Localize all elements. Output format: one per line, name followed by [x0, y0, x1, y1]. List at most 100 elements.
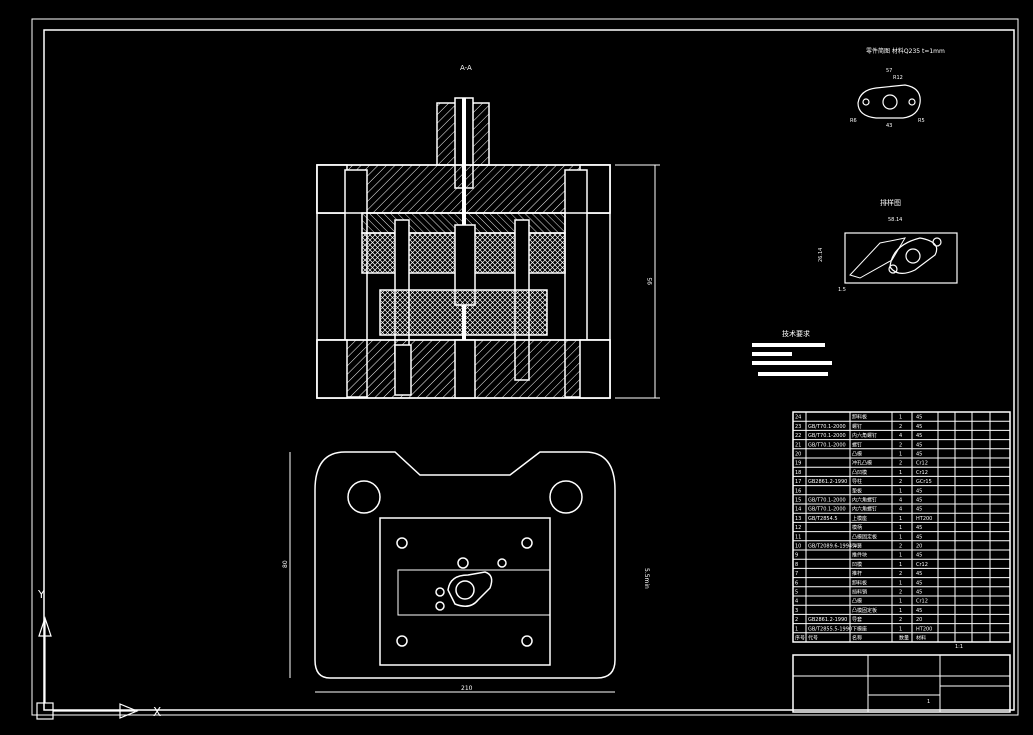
- bom-cell-no: 16: [795, 488, 801, 494]
- bom-cell-name: 模柄: [852, 524, 862, 531]
- bom-cell-std: GB/T70.1-2000: [808, 507, 846, 513]
- bom-cell-qty: 1: [899, 415, 902, 421]
- bom-cell-std: GB/T2855.5-1990: [808, 626, 852, 632]
- bom-cell-name: 螺钉: [852, 423, 862, 430]
- bom-cell-name: 弹簧: [852, 543, 862, 550]
- bom-cell-no: 14: [795, 507, 801, 513]
- svg-text:58.14: 58.14: [888, 217, 902, 223]
- ucs-y-label: Y: [37, 588, 45, 601]
- part-drawing[interactable]: 零件简图 材料Q235 t=1mm 57 R12 43 R6 R5: [850, 47, 945, 129]
- bom-cell-mat: 材料: [916, 635, 926, 642]
- bom-cell-name: 凸凹模: [852, 469, 867, 476]
- bom-cell-mat: HT200: [916, 516, 932, 522]
- bom-cell-mat: GCr15: [916, 479, 932, 485]
- drawing-frame: [31, 18, 1019, 716]
- bom-cell-no: 20: [795, 452, 801, 458]
- bom-cell-name: 凸模固定板: [852, 607, 877, 614]
- bom-cell-mat: 45: [916, 442, 922, 448]
- bolt-holes: [396, 537, 533, 647]
- bom-cell-mat: 45: [916, 571, 922, 577]
- svg-text:1: 1: [927, 699, 930, 705]
- tech-notes-title: 技术要求: [782, 329, 810, 338]
- svg-text:26.14: 26.14: [818, 248, 824, 262]
- bom-cell-std: GB/T70.1-2000: [808, 498, 846, 504]
- bom-cell-name: 垫板: [852, 487, 862, 494]
- bom-cell-qty: 1: [899, 562, 902, 568]
- ucs-icon: Y X: [36, 588, 161, 720]
- bom-cell-no: 5: [795, 590, 798, 596]
- section-view-aa[interactable]: A-A 95: [316, 64, 660, 399]
- bom-cell-qty: 1: [899, 470, 902, 476]
- dim-plan-width: 210: [461, 685, 473, 692]
- bom-cell-mat: 45: [916, 424, 922, 430]
- bom-cell-no: 22: [795, 433, 801, 439]
- bom-cell-name: 内六角螺钉: [852, 506, 877, 513]
- bom-cell-mat: Cr12: [916, 461, 928, 467]
- bom-cell-no: 12: [795, 525, 801, 531]
- svg-text:R5: R5: [918, 118, 925, 124]
- dim-overall-height: 95: [647, 277, 654, 285]
- title-block[interactable]: 1:1 1: [792, 644, 1011, 713]
- bom-cell-name: 名称: [852, 635, 862, 642]
- bom-cell-no: 18: [795, 470, 801, 476]
- bom-cell-name: 卸料板: [852, 579, 867, 586]
- bom-cell-mat: 45: [916, 608, 922, 614]
- bom-cell-qty: 数量: [899, 635, 909, 642]
- bom-cell-qty: 2: [899, 442, 902, 448]
- bom-cell-qty: 2: [899, 479, 902, 485]
- dim-side-note: 5.5min: [643, 568, 650, 589]
- bom-cell-name: 凸模: [852, 451, 862, 458]
- bom-cell-no: 21: [795, 442, 801, 448]
- bom-cell-qty: 2: [899, 544, 902, 550]
- bom-cell-no: 7: [795, 571, 798, 577]
- svg-text:R12: R12: [893, 75, 903, 81]
- section-label: A-A: [460, 64, 472, 72]
- bom-cell-name: 推杆: [852, 570, 862, 577]
- bom-cell-qty: 2: [899, 617, 902, 623]
- strip-layout[interactable]: 排样图 58.14 26.14 1.5: [818, 198, 958, 293]
- bom-cell-qty: 4: [899, 498, 902, 504]
- bom-cell-name: 下模座: [852, 625, 867, 632]
- bom-cell-qty: 1: [899, 553, 902, 559]
- guide-bushing-left: [347, 480, 381, 514]
- bom-cell-name: 凸模固定板: [852, 533, 877, 540]
- bom-cell-qty: 2: [899, 424, 902, 430]
- bom-cell-mat: Cr12: [916, 470, 928, 476]
- bom-cell-no: 17: [795, 479, 801, 485]
- bom-cell-name: 内六角螺钉: [852, 497, 877, 504]
- bom-cell-qty: 1: [899, 488, 902, 494]
- bom-cell-name: 凸模: [852, 598, 862, 605]
- bom-cell-name: 导柱: [852, 478, 862, 485]
- bom-cell-name: 螺钉: [852, 441, 862, 448]
- bom-cell-no: 10: [795, 544, 801, 550]
- bom-cell-mat: 45: [916, 507, 922, 513]
- bom-cell-name: 内六角螺钉: [852, 432, 877, 439]
- bom-cell-std: GB/T70.1-2000: [808, 433, 846, 439]
- bom-cell-no: 3: [795, 608, 798, 614]
- bom-cell-mat: HT200: [916, 626, 932, 632]
- bom-cell-no: 11: [795, 534, 801, 540]
- layout-title: 排样图: [880, 198, 901, 207]
- bom-cell-qty: 1: [899, 452, 902, 458]
- bom-cell-name: 凹模: [852, 561, 862, 568]
- bom-cell-no: 序号: [795, 635, 805, 642]
- bom-cell-qty: 4: [899, 507, 902, 513]
- svg-text:1:1: 1:1: [955, 644, 963, 650]
- bom-cell-mat: 45: [916, 534, 922, 540]
- plan-view[interactable]: 80 210 5.5min: [282, 451, 650, 693]
- bom-cell-qty: 2: [899, 571, 902, 577]
- bom-cell-std: GB2861.2-1990: [808, 617, 847, 623]
- bom-cell-mat: 45: [916, 553, 922, 559]
- bom-cell-no: 19: [795, 461, 801, 467]
- bom-cell-no: 23: [795, 424, 801, 430]
- bom-cell-name: 上模座: [852, 515, 867, 522]
- bom-cell-std: GB/T70.1-2000: [808, 424, 846, 430]
- bom-cell-mat: 45: [916, 590, 922, 596]
- bom-cell-qty: 1: [899, 626, 902, 632]
- svg-text:R6: R6: [850, 118, 857, 124]
- bom-cell-qty: 1: [899, 534, 902, 540]
- bom-cell-no: 1: [795, 626, 798, 632]
- bom-cell-name: 导套: [852, 616, 862, 623]
